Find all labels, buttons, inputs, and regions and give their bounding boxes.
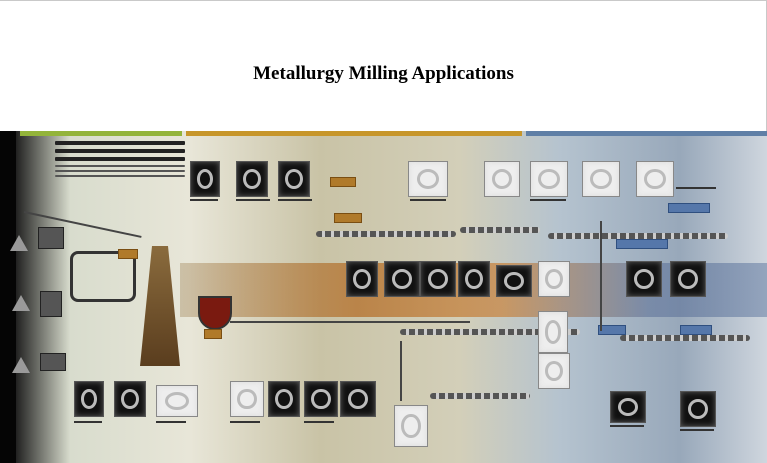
- bearing-photo: [530, 161, 568, 197]
- caption-line: [676, 187, 716, 189]
- roller-table: [316, 231, 456, 237]
- bearing-photo: [626, 261, 662, 297]
- bearing-photo: [190, 161, 220, 197]
- caption-line: [680, 429, 714, 431]
- caption-line: [190, 199, 218, 201]
- caption-line: [610, 425, 644, 427]
- frame-top-border: [0, 0, 767, 1]
- crusher-machine-icon: [38, 227, 64, 249]
- bearing-photo: [114, 381, 146, 417]
- bearing-photo: [538, 353, 570, 389]
- metallurgy-process-diagram: [0, 131, 767, 463]
- sinter-machine-icon: [40, 291, 62, 317]
- caption-line: [278, 199, 312, 201]
- process-label-tag: [330, 177, 356, 187]
- bearing-photo: [394, 405, 428, 447]
- intro-text-block: [55, 141, 185, 180]
- bearing-photo: [680, 391, 716, 427]
- caption-line: [530, 199, 566, 201]
- roller-table: [400, 329, 580, 335]
- process-label-tag: [616, 239, 668, 249]
- process-label-tag: [598, 325, 626, 335]
- bearing-photo: [484, 161, 520, 197]
- bearing-photo: [458, 261, 490, 297]
- section-band-steelmaking: [186, 131, 522, 136]
- flow-line: [600, 221, 602, 331]
- process-label-tag: [118, 249, 138, 259]
- caption-line: [156, 421, 186, 423]
- bearing-photo: [74, 381, 104, 417]
- ladle-icon: [198, 296, 232, 330]
- page-title: Metallurgy Milling Applications: [253, 63, 514, 84]
- bearing-photo: [346, 261, 378, 297]
- raw-material-pile-icon: [10, 235, 28, 251]
- bearing-photo: [278, 161, 310, 197]
- section-band-rolling: [526, 131, 767, 136]
- process-label-tag: [680, 325, 712, 335]
- bearing-photo: [538, 261, 570, 297]
- bearing-photo: [582, 161, 620, 197]
- bearing-photo: [384, 261, 420, 297]
- process-label-tag: [668, 203, 710, 213]
- process-label-tag: [334, 213, 362, 223]
- process-label-tag: [204, 329, 222, 339]
- roller-table: [620, 335, 750, 341]
- bearing-photo: [636, 161, 674, 197]
- bearing-photo: [304, 381, 338, 417]
- left-dark-column: [0, 131, 16, 463]
- roller-table: [430, 393, 530, 399]
- raw-material-pile-icon: [12, 357, 30, 373]
- roller-table: [548, 233, 728, 239]
- bearing-photo: [230, 381, 264, 417]
- bearing-photo: [408, 161, 448, 197]
- roller-table: [460, 227, 540, 233]
- bearing-photo: [538, 311, 568, 353]
- bearing-photo: [610, 391, 646, 423]
- conveyor-loop-icon: [70, 251, 136, 302]
- caption-line: [410, 199, 446, 201]
- raw-material-pile-icon: [12, 295, 30, 311]
- bearing-photo: [340, 381, 376, 417]
- caption-line: [74, 421, 102, 423]
- flow-line: [400, 341, 402, 401]
- blast-furnace-icon: [140, 246, 180, 366]
- bearing-photo: [670, 261, 706, 297]
- flow-line: [230, 321, 470, 323]
- bearing-photo: [420, 261, 456, 297]
- caption-line: [230, 421, 260, 423]
- section-band-ironmaking: [20, 131, 182, 136]
- bearing-photo: [156, 385, 198, 417]
- pellet-machine-icon: [40, 353, 66, 371]
- bearing-photo: [268, 381, 300, 417]
- caption-line: [304, 421, 334, 423]
- caption-line: [236, 199, 270, 201]
- bearing-photo: [236, 161, 268, 197]
- bearing-photo: [496, 265, 532, 297]
